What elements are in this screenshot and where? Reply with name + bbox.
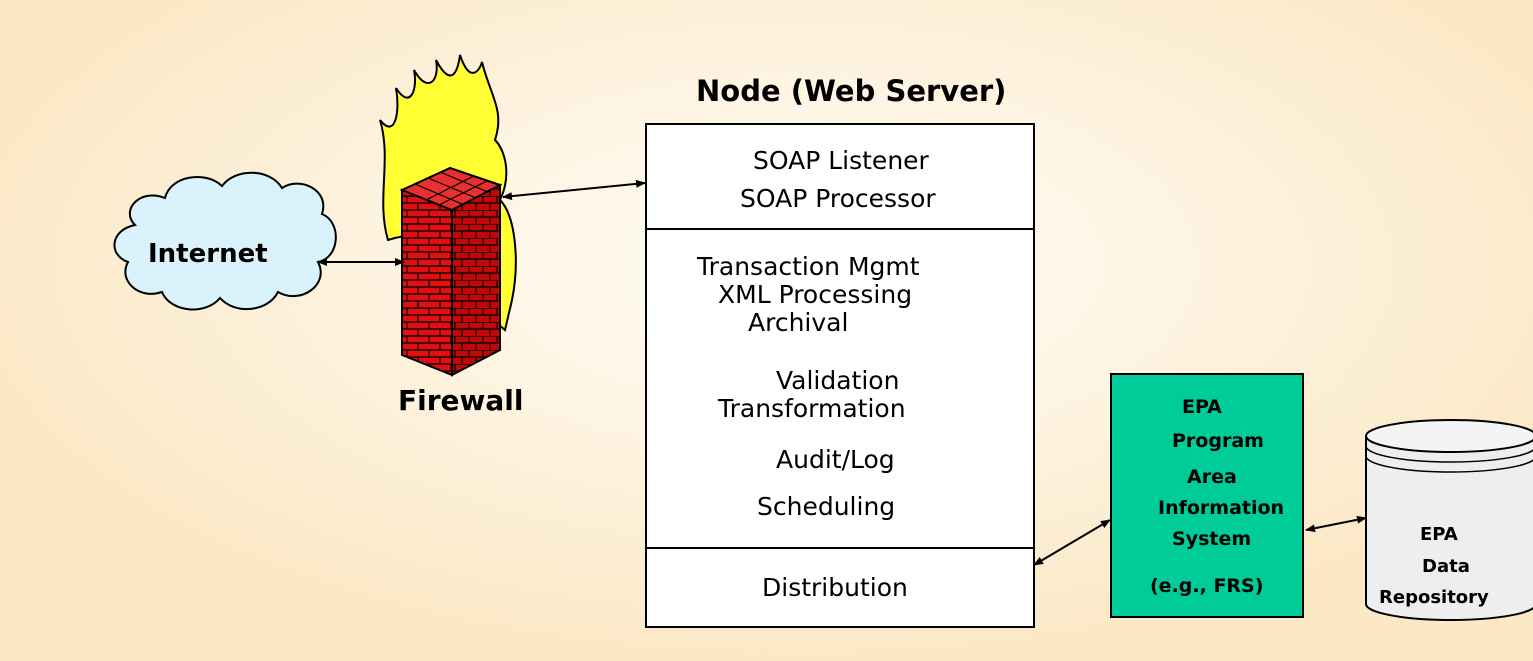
transformation: Transformation: [718, 394, 906, 423]
repository-line-3: Repository: [1379, 587, 1489, 608]
epa-system-line-6: (e.g., FRS): [1150, 575, 1264, 597]
scheduling: Scheduling: [757, 492, 896, 521]
firewall-label: Firewall: [398, 384, 524, 417]
epa-system-line-2: Program: [1172, 430, 1264, 452]
epa-system-line-1: EPA: [1182, 396, 1222, 418]
epa-information-system-box: [1110, 373, 1304, 618]
soap-listener: SOAP Listener: [753, 146, 929, 175]
audit-log: Audit/Log: [776, 445, 895, 474]
epa-system-line-3: Area: [1187, 466, 1237, 488]
arrow-system-repository: [1305, 515, 1367, 533]
internet-label: Internet: [148, 239, 268, 269]
arrow-firewall-node: [502, 179, 646, 201]
node-title: Node (Web Server): [696, 74, 1007, 108]
archival: Archival: [748, 308, 849, 337]
node-web-server-box: [645, 123, 1035, 628]
arrow-node-system: [1033, 519, 1111, 566]
repository-line-2: Data: [1422, 556, 1470, 577]
epa-system-line-4: Information: [1158, 497, 1285, 519]
repository-line-1: EPA: [1420, 524, 1458, 545]
xml-processing: XML Processing: [718, 280, 913, 309]
database-icon: [1365, 419, 1533, 621]
soap-processor: SOAP Processor: [740, 184, 936, 213]
transaction-mgmt: Transaction Mgmt: [697, 252, 920, 281]
epa-system-line-5: System: [1172, 528, 1252, 550]
validation: Validation: [776, 366, 900, 395]
distribution: Distribution: [762, 573, 908, 602]
